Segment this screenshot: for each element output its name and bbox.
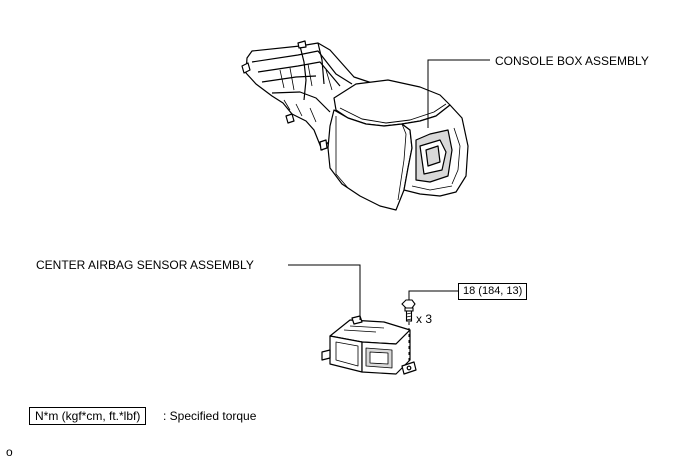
bolt-icon <box>401 299 416 322</box>
bolt-quantity: x 3 <box>416 312 433 326</box>
console-box-leader-line <box>427 59 490 128</box>
console-box-illustration <box>241 40 469 211</box>
torque-legend-description: : Specified torque <box>163 409 257 423</box>
console-box-label: CONSOLE BOX ASSEMBLY <box>495 54 649 68</box>
torque-value-box: 18 (184, 13) <box>458 283 528 300</box>
torque-unit-legend-box: N*m (kgf*cm, ft.*lbf) <box>29 407 147 425</box>
footer-mark: o <box>6 445 13 459</box>
airbag-sensor-illustration <box>321 315 417 375</box>
airbag-sensor-label: CENTER AIRBAG SENSOR ASSEMBLY <box>36 258 254 272</box>
torque-leader-line <box>408 290 458 300</box>
airbag-sensor-leader-line <box>288 264 361 320</box>
